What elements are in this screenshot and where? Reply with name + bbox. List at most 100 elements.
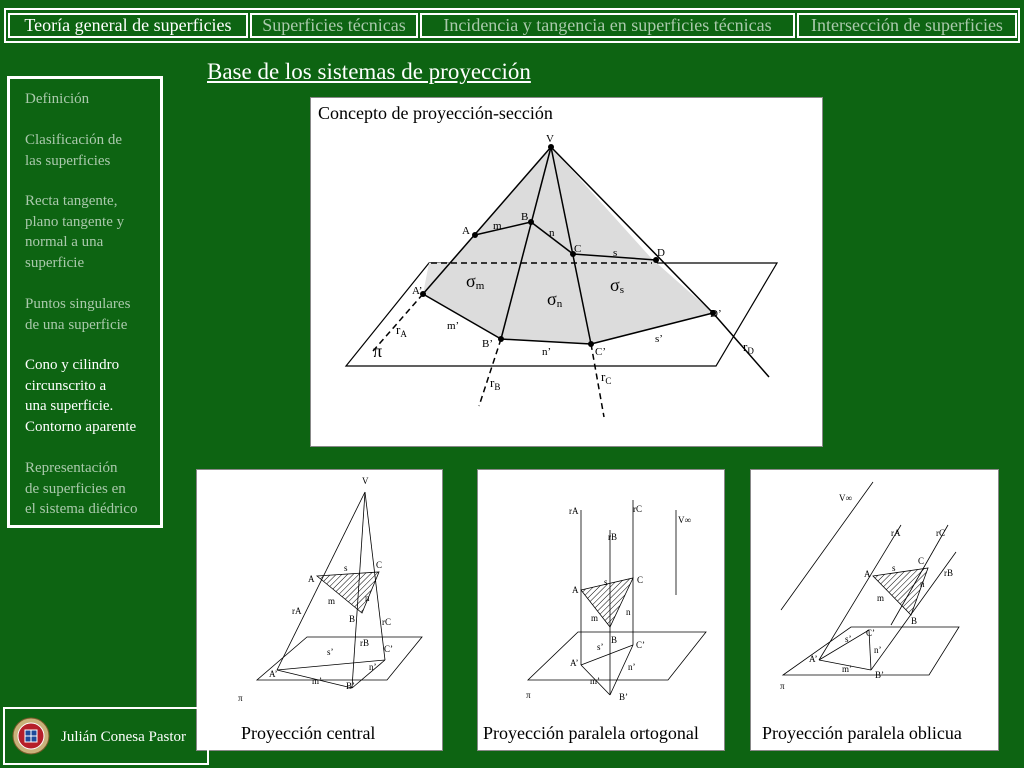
- oblique-label-A-prime: A’: [809, 654, 818, 664]
- main-figure-panel: V A B C D m n s A’ B’ C’ D’ m’ n’ s’ rA …: [310, 97, 823, 447]
- svg-text:σm: σm: [466, 271, 485, 292]
- sidebar-item-recta-tangente[interactable]: Recta tangente, plano tangente y normal …: [25, 193, 125, 271]
- top-tab-bar: Teoría general de superficies Superficie…: [4, 8, 1020, 43]
- central-label-rC: rC: [382, 617, 391, 627]
- ortho-label-n: n: [626, 607, 631, 617]
- tab-interseccion[interactable]: Intersección de superficies: [797, 13, 1017, 38]
- oblique-label-B: B: [911, 616, 917, 626]
- tab-incidencia-tangencia[interactable]: Incidencia y tangencia en superficies té…: [420, 13, 795, 38]
- label-s: s: [613, 247, 617, 259]
- central-label-V: V: [362, 476, 369, 486]
- label-rC-sub: C: [605, 376, 611, 386]
- central-label-rA: rA: [292, 606, 302, 616]
- oblique-label-n-prime: n’: [874, 645, 882, 655]
- label-B: B: [521, 211, 528, 223]
- label-s-prime: s’: [655, 333, 663, 345]
- author-name: Julián Conesa Pastor: [61, 729, 186, 745]
- label-C-prime: C’: [595, 346, 606, 358]
- tab-teoria-general[interactable]: Teoría general de superficies: [8, 13, 248, 38]
- label-sigma-m: σ: [466, 271, 476, 291]
- label-V: V: [546, 133, 554, 145]
- ortho-label-s-prime: s’: [597, 642, 604, 652]
- oblique-label-s-prime: s’: [845, 634, 852, 644]
- sidebar-item-puntos-singulares[interactable]: Puntos singulares de una superficie: [25, 296, 131, 333]
- tab-superficies-tecnicas[interactable]: Superficies técnicas: [250, 13, 418, 38]
- oblique-label-m: m: [877, 593, 884, 603]
- label-rD-sub: D: [747, 346, 754, 356]
- oblique-label-m-prime: m’: [842, 664, 852, 674]
- central-label-B: B: [349, 614, 355, 624]
- label-C: C: [574, 243, 581, 255]
- central-label-C-prime: C’: [384, 644, 393, 654]
- ortho-label-n-prime: n’: [628, 662, 636, 672]
- svg-text:rC: rC: [601, 369, 611, 386]
- label-B-prime: B’: [482, 338, 493, 350]
- label-A-prime: A’: [412, 285, 422, 297]
- label-D-prime: D’: [710, 308, 722, 320]
- central-label-C: C: [376, 560, 382, 570]
- sidebar-item-representacion[interactable]: Representación de superficies en el sist…: [25, 460, 138, 517]
- label-n: n: [549, 227, 555, 239]
- caption-central: Proyección central: [241, 723, 376, 743]
- label-D: D: [657, 247, 665, 259]
- svg-text:rA: rA: [396, 322, 407, 339]
- oblique-label-n: n: [920, 579, 925, 589]
- label-rC: r: [601, 369, 606, 384]
- label-sigma-s: σ: [610, 275, 620, 295]
- central-label-B-prime: B’: [346, 681, 355, 691]
- ortho-label-pi: π: [526, 690, 531, 700]
- svg-text:rD: rD: [743, 339, 754, 356]
- projection-section-diagram: V A B C D m n s A’ B’ C’ D’ m’ n’ s’ rA …: [344, 133, 779, 418]
- label-rB: r: [490, 375, 495, 390]
- label-m: m: [493, 220, 502, 232]
- oblique-label-rA: rA: [891, 528, 901, 538]
- label-m-prime: m’: [447, 320, 459, 332]
- page-title: Base de los sistemas de proyección: [207, 59, 531, 84]
- label-pi: π: [373, 341, 382, 361]
- oblique-label-B-prime: B’: [875, 670, 884, 680]
- sidebar-item-cono-cilindro[interactable]: Cono y cilindro circunscrito a una super…: [25, 357, 137, 435]
- central-label-A: A: [308, 574, 315, 584]
- sidebar-item-clasificacion[interactable]: Clasificación de las superficies: [25, 132, 123, 169]
- label-sigma-m-sub: m: [476, 280, 485, 292]
- ortho-label-B: B: [611, 635, 617, 645]
- oblique-label-rC: rC: [936, 528, 945, 538]
- central-label-A-prime: A’: [269, 669, 278, 679]
- figure-central-projection: V A B C s m n rA rB rC s’ m’ n’ A’ B’ C’…: [196, 469, 443, 751]
- oblique-label-rB: rB: [944, 568, 953, 578]
- oblique-label-C-prime: C’: [866, 628, 875, 638]
- ortho-label-A: A: [572, 585, 579, 595]
- ortho-label-B-prime: B’: [619, 692, 628, 702]
- label-sigma-n: σ: [547, 289, 557, 309]
- ortho-label-rC: rC: [633, 504, 642, 514]
- figure-oblique-projection: V∞ rA rC rB A B C s m n s’ m’ n’ A’ B’ C…: [750, 469, 999, 751]
- ortho-label-rB: rB: [608, 532, 617, 542]
- central-label-s: s: [344, 563, 348, 573]
- ortho-label-C-prime: C’: [636, 640, 645, 650]
- label-rB-sub: B: [494, 382, 500, 392]
- central-label-s-prime: s’: [327, 647, 334, 657]
- central-label-n-prime: n’: [369, 662, 377, 672]
- label-rA-sub: A: [400, 329, 407, 339]
- label-A: A: [462, 225, 470, 237]
- sidebar-item-definicion[interactable]: Definición: [25, 91, 90, 107]
- ortho-label-A-prime: A’: [570, 658, 579, 668]
- ortho-label-m-prime: m’: [590, 676, 600, 686]
- ortho-label-s: s: [604, 577, 608, 587]
- central-label-m-prime: m’: [312, 676, 322, 686]
- svg-text:σn: σn: [547, 289, 563, 310]
- central-label-m: m: [328, 596, 335, 606]
- central-label-n: n: [365, 593, 370, 603]
- ortho-label-C: C: [637, 575, 643, 585]
- central-projection-diagram: V A B C s m n rA rB rC s’ m’ n’ A’ B’ C’…: [238, 476, 423, 703]
- main-figure-title: Concepto de proyección-sección: [318, 103, 553, 123]
- caption-oblique: Proyección paralela oblicua: [762, 723, 962, 743]
- sidebar-nav: Definición Clasificación de las superfic…: [7, 76, 163, 528]
- caption-orthogonal: Proyección paralela ortogonal: [483, 723, 699, 743]
- oblique-label-C: C: [918, 556, 924, 566]
- oblique-label-Vinf: V∞: [839, 493, 852, 503]
- ortho-label-rA: rA: [569, 506, 579, 516]
- label-rD: r: [743, 339, 748, 354]
- label-sigma-n-sub: n: [557, 298, 563, 310]
- central-label-rB: rB: [360, 638, 369, 648]
